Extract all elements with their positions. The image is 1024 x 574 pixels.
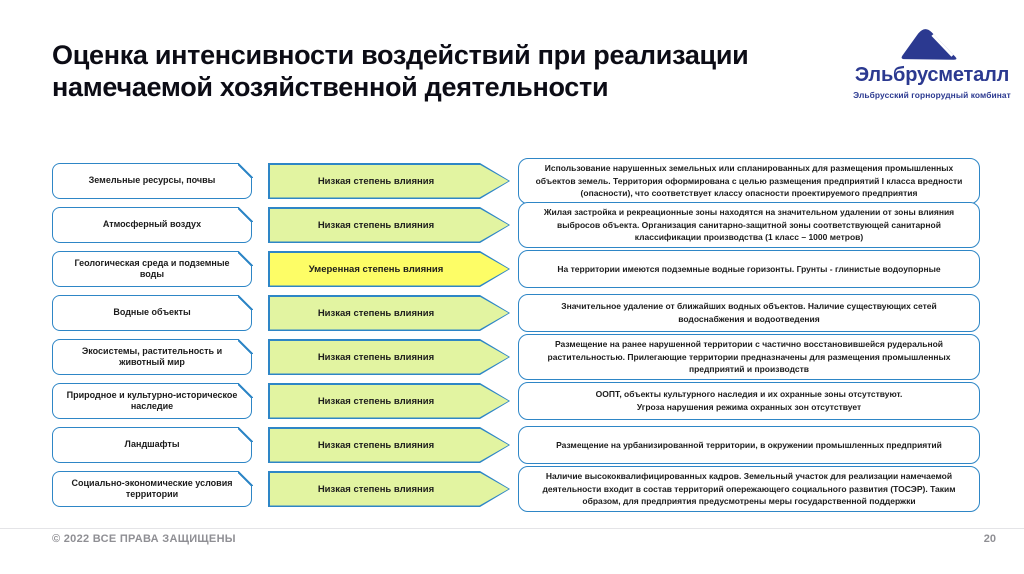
copyright-text: © 2022 ВСЕ ПРАВА ЗАЩИЩЕНЫ — [52, 533, 236, 545]
footer-divider — [0, 528, 1024, 529]
category-label: Ландшафты — [124, 439, 180, 450]
impact-arrow-fill — [270, 385, 509, 418]
impact-label: Низкая степень влияния — [317, 351, 435, 363]
description-box: Размещение на ранее нарушенной территори… — [518, 333, 980, 381]
description-box: На территории имеются подземные водные г… — [518, 250, 980, 288]
company-logo: Эльбрусметалл Эльбрусский горнорудный ко… — [852, 24, 1012, 100]
category-label: Экосистемы, растительность и животный ми… — [81, 345, 223, 367]
impact-label: Умеренная степень влияния — [308, 263, 444, 275]
impact-label: Низкая степень влияния — [317, 219, 435, 231]
impact-arrow: Низкая степень влияния — [268, 471, 510, 507]
description-box: Размещение на урбанизированной территори… — [518, 426, 980, 464]
description-text: Наличие высококвалифицированных кадров. … — [542, 470, 956, 507]
category-box: Экосистемы, растительность и животный ми… — [52, 338, 253, 375]
impact-arrow: Низкая степень влияния — [268, 383, 510, 419]
description-box: Жилая застройка и рекреационные зоны нах… — [518, 201, 980, 249]
impact-arrow: Низкая степень влияния — [268, 163, 510, 199]
description-text: ООПТ, объекты культурного наследия и их … — [595, 389, 903, 412]
description-text: Размещение на ранее нарушенной территори… — [547, 338, 951, 375]
impact-arrow-fill — [270, 209, 509, 242]
impact-arrow: Низкая степень влияния — [268, 427, 510, 463]
impact-label: Низкая степень влияния — [317, 483, 435, 495]
page-number: 20 — [983, 533, 996, 545]
impact-row: Экосистемы, растительность и животный ми… — [52, 333, 980, 381]
slide-title: Оценка интенсивности воздействий при реа… — [52, 40, 749, 102]
description-text: На территории имеются подземные водные г… — [557, 263, 941, 274]
impact-label: Низкая степень влияния — [317, 175, 435, 187]
category-label: Социально-экономические условия территор… — [71, 477, 233, 499]
description-text: Размещение на урбанизированной территори… — [556, 439, 942, 450]
logo-company-subtitle: Эльбрусский горнорудный комбинат — [853, 90, 1011, 100]
category-box: Земельные ресурсы, почвы — [52, 162, 253, 199]
impact-row: Социально-экономические условия территор… — [52, 465, 980, 513]
category-box: Атмосферный воздух — [52, 206, 253, 243]
impact-row: Ландшафты Низкая степень влияния Размеще… — [52, 426, 980, 464]
category-label: Природное и культурно-историческое насле… — [66, 389, 238, 411]
impact-arrow-fill — [270, 341, 509, 374]
impact-row: Геологическая среда и подземные воды Уме… — [52, 250, 980, 288]
category-box: Геологическая среда и подземные воды — [52, 250, 253, 287]
impact-arrow: Умеренная степень влияния — [268, 251, 510, 287]
impact-label: Низкая степень влияния — [317, 395, 435, 407]
description-box: Наличие высококвалифицированных кадров. … — [518, 465, 980, 513]
impact-arrow: Низкая степень влияния — [268, 295, 510, 331]
category-label: Геологическая среда и подземные воды — [74, 257, 230, 279]
category-label: Атмосферный воздух — [102, 219, 202, 230]
description-box: Значительное удаление от ближайших водны… — [518, 294, 980, 332]
description-box: ООПТ, объекты культурного наследия и их … — [518, 382, 980, 420]
category-box: Социально-экономические условия территор… — [52, 470, 253, 507]
impact-arrow: Низкая степень влияния — [268, 207, 510, 243]
impact-label: Низкая степень влияния — [317, 307, 435, 319]
description-text: Использование нарушенных земельных или с… — [535, 162, 963, 199]
impact-row: Атмосферный воздух Низкая степень влияни… — [52, 201, 980, 249]
impact-row: Земельные ресурсы, почвы Низкая степень … — [52, 157, 980, 205]
impact-arrow-fill — [270, 297, 509, 330]
impact-arrow-fill — [270, 253, 509, 286]
description-box: Использование нарушенных земельных или с… — [518, 157, 980, 205]
mountain-logo-icon — [852, 24, 1012, 62]
impact-rows: Земельные ресурсы, почвы Низкая степень … — [52, 157, 980, 513]
impact-arrow-fill — [270, 165, 509, 198]
category-box: Природное и культурно-историческое насле… — [52, 382, 253, 419]
impact-arrow-fill — [270, 473, 509, 506]
impact-row: Водные объекты Низкая степень влияния Зн… — [52, 294, 980, 332]
description-text: Жилая застройка и рекреационные зоны нах… — [543, 206, 955, 243]
description-text: Значительное удаление от ближайших водны… — [561, 301, 937, 324]
impact-arrow: Низкая степень влияния — [268, 339, 510, 375]
impact-arrow-fill — [270, 429, 509, 462]
category-box: Водные объекты — [52, 294, 253, 331]
logo-company-name: Эльбрусметалл — [854, 64, 1010, 86]
category-label: Земельные ресурсы, почвы — [88, 175, 216, 186]
impact-row: Природное и культурно-историческое насле… — [52, 382, 980, 420]
category-box: Ландшафты — [52, 426, 253, 463]
category-label: Водные объекты — [113, 307, 191, 318]
impact-label: Низкая степень влияния — [317, 439, 435, 451]
